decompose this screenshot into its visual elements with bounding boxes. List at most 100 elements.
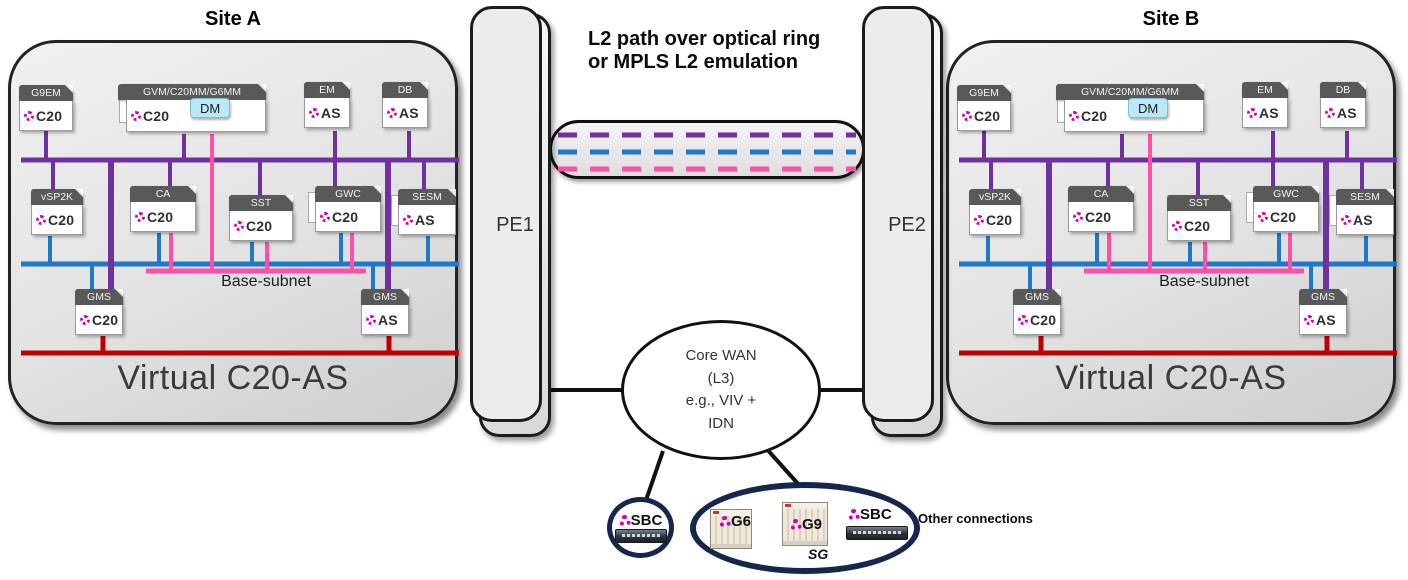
node-tab: EM: [1242, 82, 1288, 98]
virtual-c20as-caption: Virtual C20-AS: [117, 359, 349, 397]
l2-path-caption-line2: or MPLS L2 emulation: [588, 51, 799, 73]
sbc-left-label: SBC: [618, 512, 663, 529]
genband-logo-icon: [387, 107, 397, 118]
node-vsp2k: vSP2K C20: [969, 189, 1021, 235]
pe1-router: PE1: [470, 6, 551, 437]
node-tab: GMS: [1299, 289, 1347, 305]
node-db: DB AS: [382, 82, 428, 128]
genband-logo-icon: [135, 211, 145, 222]
node-tab: GWC: [1253, 186, 1319, 202]
genband-logo-icon: [790, 518, 802, 531]
node-tab-label: GWC: [1273, 188, 1299, 200]
node-gms-c20: GMS C20: [1013, 289, 1061, 335]
node-tab: GWC: [315, 186, 381, 202]
node-tab: SESM: [1336, 189, 1394, 205]
l2-path-caption-line1: L2 path over optical ring: [588, 28, 821, 50]
platform-label: C20: [48, 211, 75, 228]
site-a-title: Site A: [205, 8, 261, 30]
genband-logo-icon: [131, 110, 141, 121]
dm-badge: DM: [190, 98, 231, 118]
l2-path-caption: L2 path over optical ring or MPLS L2 emu…: [588, 28, 848, 74]
node-tab-label: vSP2K: [40, 191, 74, 203]
platform-label: AS: [1337, 104, 1357, 121]
node-gms-as: GMS AS: [1299, 289, 1347, 335]
genband-logo-icon: [309, 107, 319, 118]
site-a-bus-lines: [21, 130, 459, 356]
g6-chassis-image: [710, 509, 752, 549]
dm-badge: DM: [1128, 98, 1169, 118]
g9-label: G9: [790, 516, 822, 533]
base-subnet-label: Base-subnet: [221, 273, 311, 290]
node-gms-c20: GMS C20: [75, 289, 123, 335]
site-b-bus-lines: [959, 130, 1397, 356]
node-tab: EM: [304, 82, 350, 98]
platform-label: C20: [1270, 208, 1297, 225]
node-tab: DB: [382, 82, 428, 98]
node-tab-label: G9EM: [969, 87, 999, 99]
node-sst: SST C20: [229, 195, 293, 241]
pe2-router: PE2: [862, 6, 943, 437]
node-tab: vSP2K: [31, 189, 83, 205]
node-tab: GMS: [1013, 289, 1061, 305]
platform-label: C20: [1030, 311, 1057, 328]
genband-logo-icon: [1325, 107, 1335, 118]
node-tab-label: DB: [1335, 84, 1351, 96]
l2-path-tube: [549, 120, 865, 179]
genband-logo-icon: [366, 314, 376, 325]
sbc-right-label: SBC: [848, 506, 892, 523]
node-tab: SESM: [398, 189, 456, 205]
node-tab-label: GVM/C20MM/G6MM: [142, 86, 241, 98]
node-tab: G9EM: [19, 85, 73, 101]
node-gwc: GWC C20: [1246, 186, 1319, 232]
node-tab-label: CA: [155, 188, 171, 200]
g9-chassis-image: [782, 502, 828, 546]
genband-logo-icon: [1341, 214, 1351, 225]
node-gms-as: GMS AS: [361, 289, 409, 335]
platform-label: AS: [378, 311, 398, 328]
node-gvm-c20mm-g6mm: GVM/C20MM/G6MM C20 DM: [118, 84, 266, 132]
genband-logo-icon: [320, 211, 330, 222]
platform-label: C20: [986, 211, 1013, 228]
sg-label: SG: [808, 546, 829, 562]
platform-label: C20: [92, 311, 119, 328]
node-sesm: SESM AS: [1329, 189, 1394, 235]
platform-label: AS: [1259, 104, 1279, 121]
node-tab: GVM/C20MM/G6MM: [118, 84, 266, 100]
genband-logo-icon: [1018, 314, 1028, 325]
genband-logo-icon: [234, 220, 244, 231]
platform-label: C20: [143, 107, 170, 124]
genband-logo-icon: [1069, 110, 1079, 121]
genband-logo-icon: [719, 515, 731, 528]
g6-label: G6: [719, 513, 751, 530]
l2-path-dashed-links: [558, 132, 856, 172]
node-tab: SST: [229, 195, 293, 211]
genband-logo-icon: [403, 214, 413, 225]
sbc-right-text: SBC: [860, 506, 892, 523]
node-tab-label: EM: [1257, 84, 1273, 96]
sbc-right-server-image: [846, 526, 908, 540]
platform-label: C20: [974, 107, 1001, 124]
sbc-left-text: SBC: [630, 512, 663, 529]
genband-logo-icon: [974, 214, 984, 225]
node-em: EM AS: [1242, 82, 1288, 128]
node-tab: CA: [130, 186, 196, 202]
node-em: EM AS: [304, 82, 350, 128]
node-tab-label: SESM: [412, 191, 442, 203]
node-tab: CA: [1068, 186, 1134, 202]
genband-logo-icon: [1172, 220, 1182, 231]
node-ca: CA C20: [1068, 186, 1134, 232]
node-vsp2k: vSP2K C20: [31, 189, 83, 235]
genband-logo-icon: [80, 314, 90, 325]
core-wan-ellipse: Core WAN (L3) e.g., VIV + IDN: [621, 320, 821, 460]
node-tab-label: GMS: [373, 291, 397, 303]
platform-label: AS: [321, 104, 341, 121]
genband-logo-icon: [1304, 314, 1314, 325]
site-a-box: G9EM C20 GVM/C20MM/G6MM C20 DM EM AS DB …: [8, 40, 459, 425]
node-tab: SST: [1167, 195, 1231, 211]
node-tab: GVM/C20MM/G6MM: [1056, 84, 1204, 100]
platform-label: C20: [36, 107, 63, 124]
node-g9em: G9EM C20: [957, 85, 1011, 131]
base-subnet-label: Base-subnet: [1159, 273, 1249, 290]
platform-label: AS: [415, 211, 435, 228]
